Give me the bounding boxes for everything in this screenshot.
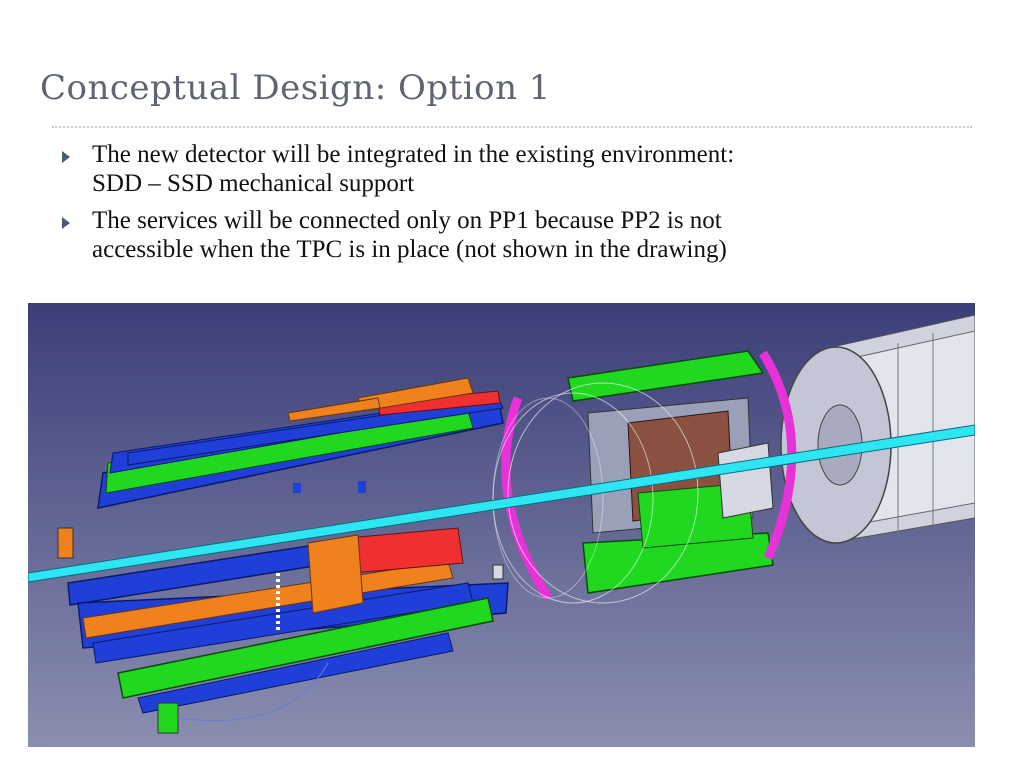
- bullet-item: The services will be connected only on P…: [58, 206, 958, 264]
- support-structure: [780, 314, 975, 544]
- cad-drawing-svg: [28, 303, 975, 747]
- title-divider: [52, 126, 972, 128]
- central-cylinder: [492, 350, 797, 604]
- bullet-list: The new detector will be integrated in t…: [58, 140, 958, 272]
- bullet-arrow-icon: [62, 151, 70, 163]
- bullet-text-line: The services will be connected only on P…: [92, 207, 722, 234]
- mechanical-details: [57, 481, 504, 734]
- bullet-text-line: SDD – SSD mechanical support: [92, 170, 415, 197]
- cad-drawing: [28, 303, 975, 747]
- bullet-text-line: accessible when the TPC is in place (not…: [92, 236, 727, 263]
- slide-title: Conceptual Design: Option 1: [40, 68, 551, 108]
- bullet-text-line: The new detector will be integrated in t…: [92, 141, 735, 168]
- beam-pipe: [28, 424, 975, 583]
- bullet-item: The new detector will be integrated in t…: [58, 140, 958, 198]
- upper-barrel-half: [97, 377, 504, 509]
- bullet-arrow-icon: [62, 217, 70, 229]
- lower-barrel-half: [67, 527, 509, 714]
